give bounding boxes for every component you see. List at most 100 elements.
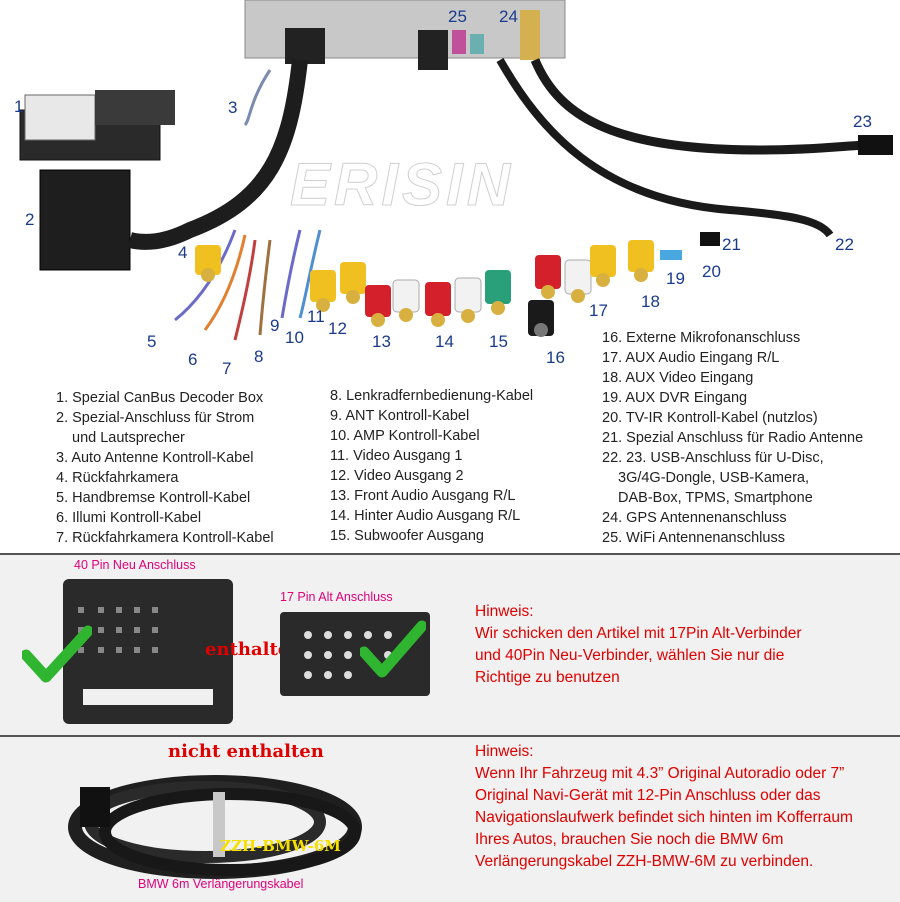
callout-20: 20 — [702, 262, 721, 281]
callout-22: 22 — [835, 235, 854, 254]
callout-2: 2 — [25, 210, 34, 229]
hint-line: Navigationslaufwerk befindet sich hinten… — [475, 809, 853, 826]
wire-8 — [258, 239, 272, 336]
legend-item: 24. GPS Antennenanschluss — [602, 510, 787, 526]
head-unit-connector-a — [285, 28, 325, 64]
head-unit-connector-b — [418, 30, 448, 70]
usb-cable-22 — [496, 58, 834, 238]
wire-10 — [298, 229, 322, 319]
hint-title-2: Hinweis: — [475, 743, 534, 760]
wire-5 — [174, 229, 237, 322]
callout-17: 17 — [589, 301, 608, 320]
power-speaker-connector — [39, 169, 131, 271]
label-40pin: 40 Pin Neu Anschluss — [74, 558, 196, 572]
rca-13-white — [392, 279, 420, 322]
connector-40pin — [63, 579, 233, 724]
legend-item: 2. Spezial-Anschluss für Strom — [56, 410, 255, 426]
wifi-port — [452, 30, 466, 54]
callout-23: 23 — [853, 112, 872, 131]
legend-item: 5. Handbremse Kontroll-Kabel — [56, 490, 251, 506]
hint-title-1: Hinweis: — [475, 603, 534, 620]
wire-7 — [233, 239, 257, 341]
legend-item: 9. ANT Kontroll-Kabel — [330, 408, 470, 424]
legend-item: 25. WiFi Antennenanschluss — [602, 530, 785, 546]
wire-6 — [203, 234, 247, 331]
cable-caption: BMW 6m Verlängerungskabel — [138, 877, 304, 891]
callout-16: 16 — [546, 348, 565, 367]
legend-item: 10. AMP Kontroll-Kabel — [330, 428, 480, 444]
callout-19: 19 — [666, 269, 685, 288]
hint-line: Wenn Ihr Fahrzeug mit 4.3” Original Auto… — [475, 765, 845, 782]
ir-plug-20 — [660, 250, 682, 260]
main-harness — [128, 59, 308, 250]
label-17pin: 17 Pin Alt Anschluss — [280, 590, 393, 604]
legend-item: 3. Auto Antenne Kontroll-Kabel — [56, 450, 254, 466]
rca-11-yellow — [310, 270, 336, 312]
rca-14-white — [454, 277, 482, 323]
legend-col-2: 8. Lenkradfernbedienung-Kabel 9. ANT Kon… — [330, 386, 533, 546]
check-icon — [22, 625, 92, 683]
gps-port — [470, 34, 484, 54]
callout-13: 13 — [372, 332, 391, 351]
usb-plug-23 — [858, 135, 893, 155]
radio-antenna-port — [520, 10, 540, 60]
callout-12: 12 — [328, 319, 347, 338]
callout-3: 3 — [228, 98, 237, 117]
rca-17-white — [564, 259, 592, 303]
rca-19-yellow — [628, 240, 654, 282]
legend-item: 6. Illumi Kontroll-Kabel — [56, 510, 202, 526]
extension-cable-image — [68, 775, 362, 879]
antenna-plug-21 — [700, 232, 720, 246]
included-label: enthalten — [205, 639, 303, 660]
legend-col-1: 1. Spezial CanBus Decoder Box 2. Spezial… — [56, 388, 274, 548]
wire-9 — [280, 229, 302, 319]
legend-item: 4. Rückfahrkamera — [56, 470, 179, 486]
hint-line: Verlängerungskabel ZZH-BMW-6M zu verbind… — [475, 853, 814, 870]
callout-8: 8 — [254, 347, 263, 366]
rca-18-yellow — [590, 245, 616, 287]
rca-12-yellow — [340, 262, 366, 304]
rca-13-red — [365, 285, 391, 327]
brand-watermark: ERISIN — [289, 151, 515, 219]
legend-item: 15. Subwoofer Ausgang — [330, 528, 484, 544]
legend-item: 22. 23. USB-Anschluss für U-Disc, — [602, 450, 824, 466]
hint-line: Wir schicken den Artikel mit 17Pin Alt-V… — [475, 625, 802, 642]
hint-line: Original Navi-Gerät mit 12-Pin Anschluss… — [475, 787, 821, 804]
decoder-label — [24, 94, 96, 141]
callout-1: 1 — [14, 97, 23, 116]
callout-18: 18 — [641, 292, 660, 311]
callout-24: 24 — [499, 7, 518, 26]
mic-jack-16 — [528, 300, 554, 337]
hint-body-2: Wenn Ihr Fahrzeug mit 4.3” Original Auto… — [475, 763, 853, 873]
hint-line: und 40Pin Neu-Verbinder, wählen Sie nur … — [475, 647, 785, 664]
legend-item: 7. Rückfahrkamera Kontroll-Kabel — [56, 530, 274, 546]
legend-item: 18. AUX Video Eingang — [602, 370, 754, 386]
wiring-diagram: 1 2 3 4 5 6 7 8 9 10 11 12 13 14 15 16 1… — [14, 0, 893, 378]
legend-item: 14. Hinter Audio Ausgang R/L — [330, 508, 521, 524]
legend-item: 11. Video Ausgang 1 — [330, 448, 463, 464]
callout-7: 7 — [222, 359, 231, 378]
rca-15-green — [485, 270, 511, 315]
usb-cable-23 — [530, 58, 871, 155]
callout-11: 11 — [307, 307, 325, 326]
callout-25: 25 — [448, 7, 467, 26]
rca-17-red — [535, 255, 561, 299]
legend-item: und Lautsprecher — [72, 430, 185, 446]
legend-item: 1. Spezial CanBus Decoder Box — [56, 390, 264, 406]
cable-tag: ZZH-BMW-6M — [220, 837, 341, 855]
legend-item: 21. Spezial Anschluss für Radio Antenne — [602, 430, 864, 446]
callout-14: 14 — [435, 332, 454, 351]
not-included-label: nicht enthalten — [168, 741, 324, 762]
rca-14-red — [425, 282, 451, 327]
hint-line: Ihres Autos, brauchen Sie noch die BMW 6… — [475, 831, 784, 848]
connector-17pin — [280, 612, 430, 696]
callout-9: 9 — [270, 316, 279, 335]
legend-item: 12. Video Ausgang 2 — [330, 468, 464, 484]
hint-line: Richtige zu benutzen — [475, 669, 620, 686]
legend-item: 17. AUX Audio Eingang R/L — [602, 350, 780, 366]
legend-item: 20. TV-IR Kontroll-Kabel (nutzlos) — [602, 410, 818, 426]
legend-item: 19. AUX DVR Eingang — [602, 390, 748, 406]
wire-3 — [243, 69, 272, 127]
legend-item: 8. Lenkradfernbedienung-Kabel — [330, 388, 534, 404]
callout-15: 15 — [489, 332, 508, 351]
